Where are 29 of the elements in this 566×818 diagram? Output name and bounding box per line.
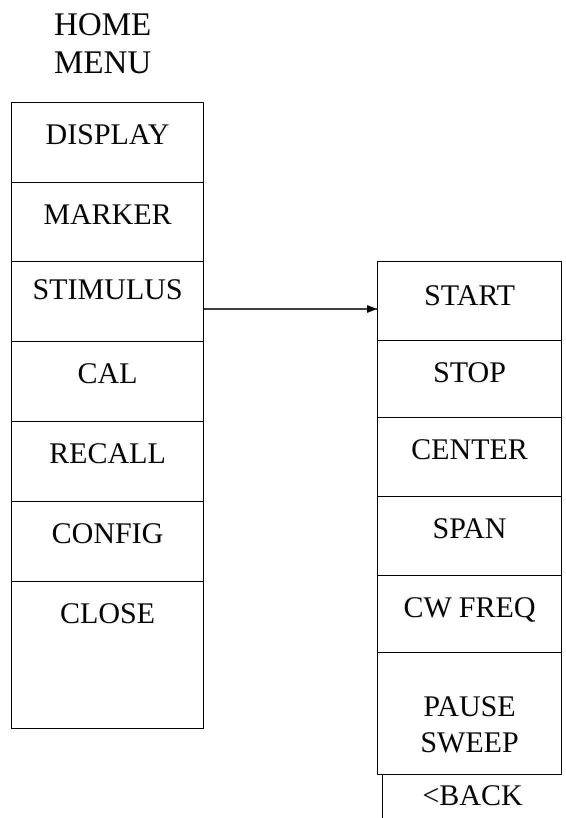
- menu-item-label: START: [424, 278, 515, 314]
- menu-item-box: [11, 421, 204, 502]
- menu-item-label: CLOSE: [60, 596, 155, 632]
- menu-item-label: CONFIG: [52, 516, 164, 552]
- menu-item-box: [11, 102, 204, 183]
- menu-item-label: STIMULUS: [32, 272, 182, 308]
- menu-item-box: [377, 496, 562, 576]
- menu-item-label: DISPLAY: [46, 117, 170, 153]
- menu-item-box: [377, 261, 562, 341]
- menu-item-label: RECALL: [49, 436, 166, 472]
- menu-item-label: <BACK: [422, 778, 523, 814]
- menu-item-box: [377, 417, 562, 497]
- menu-item-label: CAL: [78, 356, 138, 392]
- menu-item-box: [11, 581, 204, 729]
- menu-item-label: CENTER: [411, 432, 528, 468]
- menu-item-label: PAUSE SWEEP: [419, 689, 520, 761]
- menu-item-box: [11, 341, 204, 422]
- menu-item-box: [11, 261, 204, 342]
- menu-item-label: SPAN: [432, 511, 506, 547]
- menu-item-box: [11, 182, 204, 262]
- menu-item-box: [377, 652, 562, 775]
- menu-item-label: CW FREQ: [404, 590, 536, 626]
- menu-item-box: [11, 501, 204, 582]
- menu-item-label: MARKER: [43, 197, 172, 233]
- menu-item-box: [377, 575, 562, 653]
- menu-item-box: [377, 340, 562, 418]
- arrow: [204, 305, 377, 313]
- menu-title: HOME MENU: [54, 6, 152, 82]
- menu-item-label: STOP: [433, 355, 506, 391]
